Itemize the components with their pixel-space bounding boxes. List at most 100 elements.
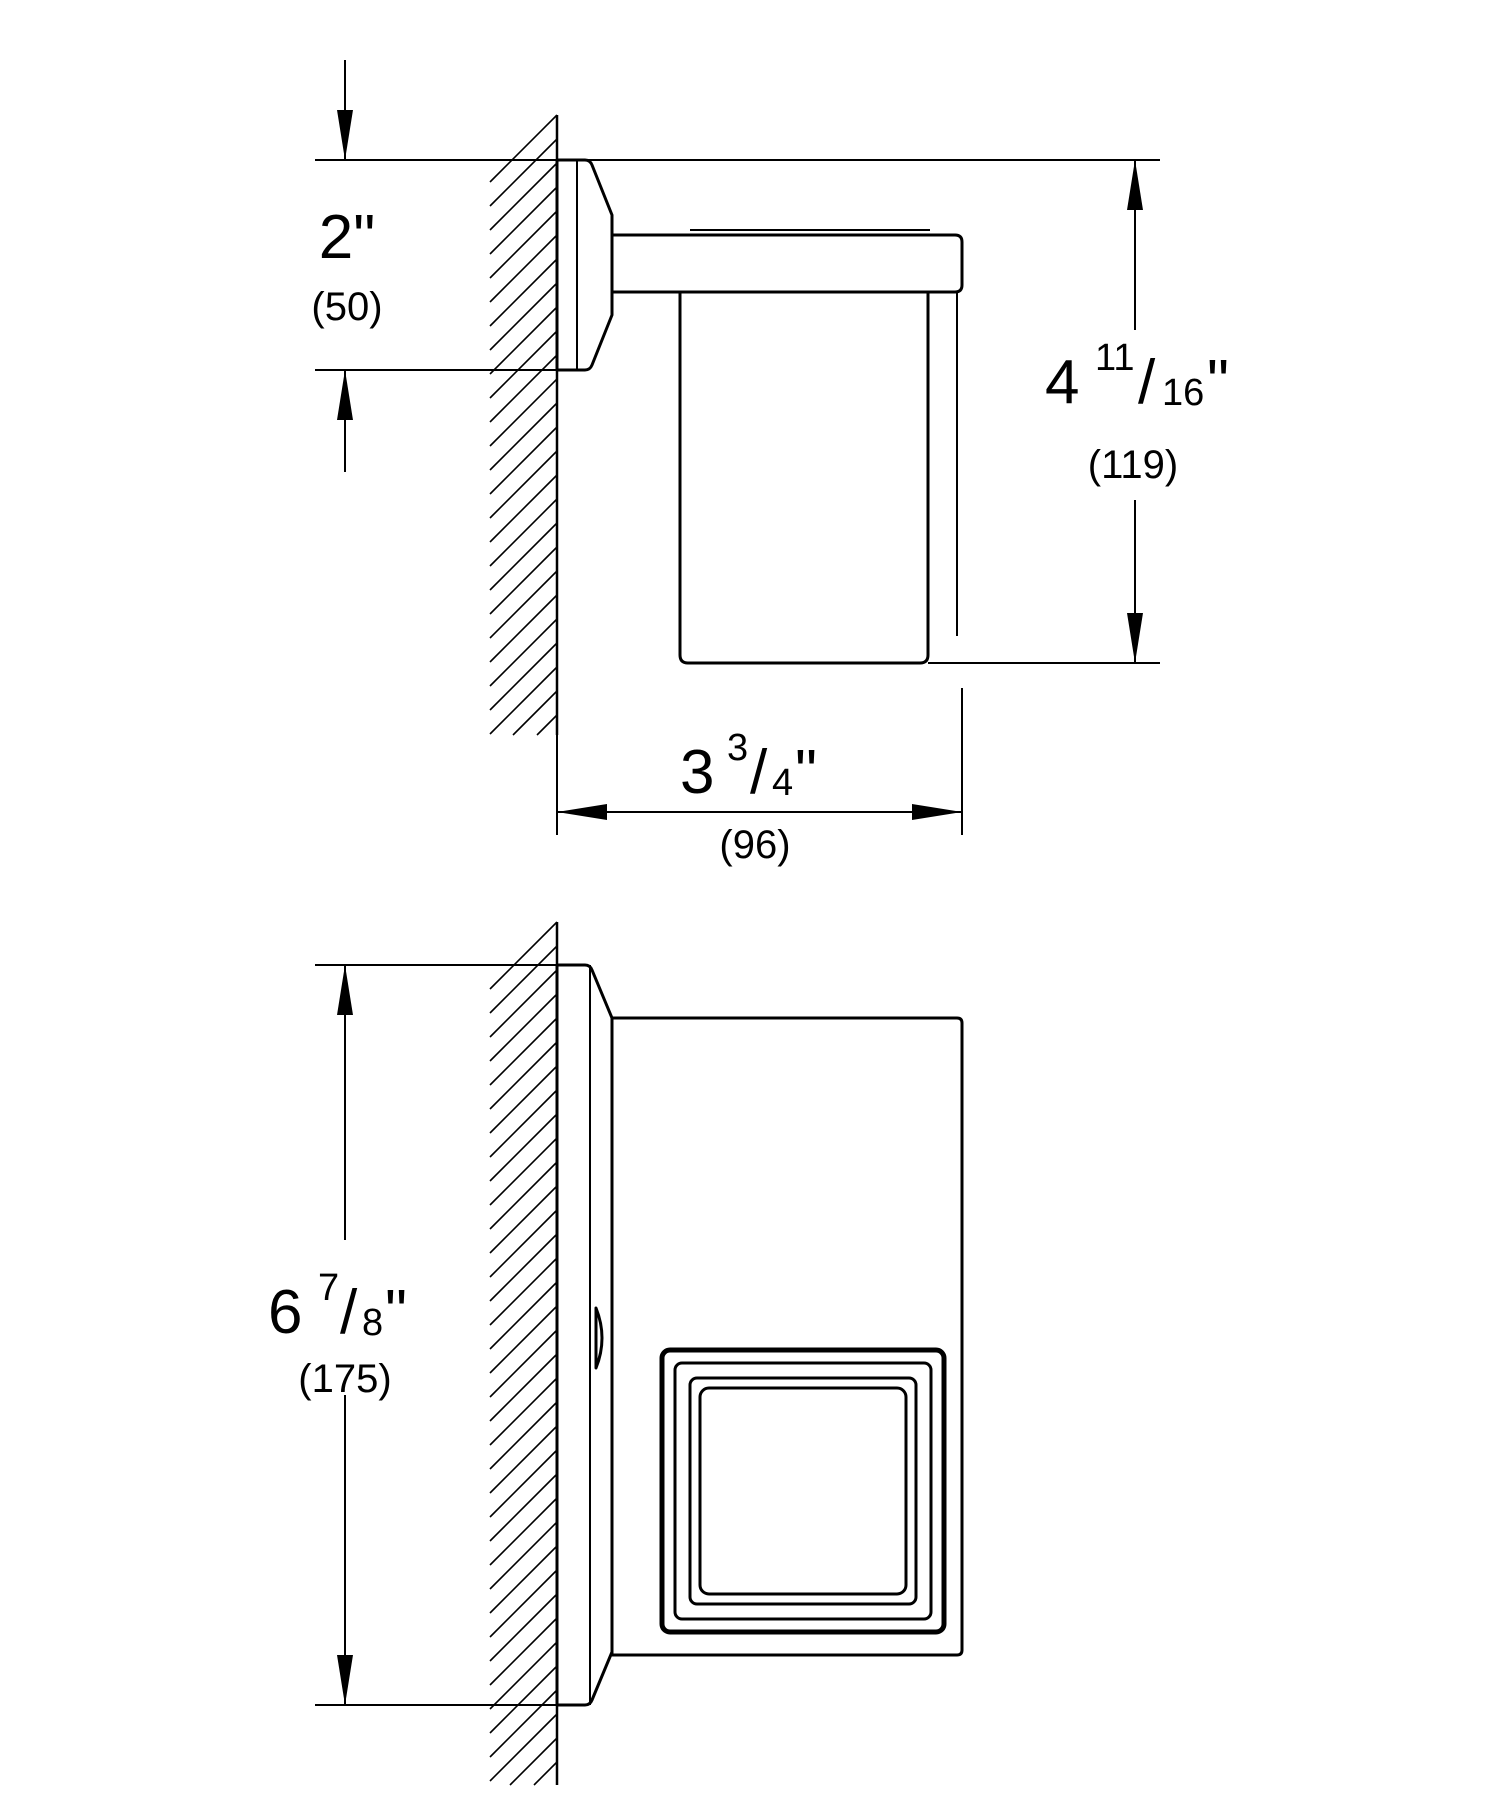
depth-mount-mm: (50) [311,285,382,329]
hatch-stroke [489,258,558,327]
hatch-stroke [489,546,558,615]
height-side-unit: " [385,1278,407,1347]
height-top-mm: (119) [1088,443,1178,487]
hatch-stroke [489,402,558,471]
arrow-right-icon [912,804,962,820]
width-mm: (96) [719,823,790,867]
hatch-stroke [489,1161,558,1230]
width-unit: " [795,738,817,807]
hatch-stroke [489,1209,558,1278]
arrow-up-icon [337,370,353,420]
wall-hatch-top [489,114,558,736]
dimension-depth-mount: 2" (50) [311,60,557,472]
hatch-stroke [489,426,558,495]
hatch-stroke [489,666,558,735]
hatch-stroke [489,1017,558,1086]
hatch-stroke [489,114,558,183]
hatch-stroke [489,1185,558,1254]
hatch-stroke [489,450,558,519]
tumbler-glass [678,290,930,665]
width-whole: 3 [680,738,714,807]
arrow-up-icon [1127,160,1143,210]
hatch-stroke [489,618,558,687]
dimension-height-side: 6 7 / 8 " (175) [268,964,557,1706]
height-side-mm: (175) [298,1357,391,1401]
arrow-down-icon [1127,613,1143,663]
hatch-stroke [489,1641,558,1710]
hatch-stroke [489,1281,558,1350]
set-screw-icon [594,1306,604,1370]
hatch-stroke [489,1617,558,1686]
hatch-stroke [489,498,558,567]
hatch-stroke [489,945,558,1014]
hatch-stroke [489,354,558,423]
mounting-plate-top [555,158,614,372]
hatch-stroke [489,234,558,303]
hatch-stroke [489,378,558,447]
hatch-stroke [489,1041,558,1110]
hatch-stroke [489,969,558,1038]
height-top-unit: " [1207,348,1229,417]
hatch-stroke [489,330,558,399]
arrow-down-icon [337,1655,353,1705]
hatch-stroke [489,1545,558,1614]
width-denominator: 4 [772,762,793,804]
hatch-stroke [489,138,558,207]
hatch-stroke [489,1425,558,1494]
hatch-stroke [489,1473,558,1542]
height-top-denominator: 16 [1162,372,1204,414]
arrow-left-icon [557,804,607,820]
hatch-stroke [489,1257,558,1326]
hatch-stroke [489,1569,558,1638]
hatch-stroke [489,282,558,351]
hatch-stroke [489,594,558,663]
wall-hatch-side [489,921,558,1786]
hatch-stroke [489,1401,558,1470]
hatch-stroke [533,1761,558,1786]
hatch-stroke [489,1521,558,1590]
hatch-stroke [489,1689,558,1758]
depth-mount-inches: 2" [319,203,376,272]
width-slash: / [750,738,768,807]
hatch-stroke [489,642,558,711]
hatch-stroke [489,1665,558,1734]
side-view [489,921,964,1786]
hatch-stroke [489,1089,558,1158]
hatch-stroke [489,306,558,375]
hatch-stroke [512,690,558,736]
hatch-stroke [489,1377,558,1446]
height-top-whole: 4 [1045,348,1079,417]
hatch-stroke [489,1113,558,1182]
hatch-stroke [489,1497,558,1566]
hatch-stroke [489,1449,558,1518]
holder-arm [610,233,964,294]
hatch-stroke [489,474,558,543]
width-numerator: 3 [727,727,748,769]
hatch-stroke [489,210,558,279]
hatch-stroke [489,570,558,639]
height-side-numerator: 7 [318,1267,339,1309]
hatch-stroke [489,1305,558,1374]
hatch-stroke [489,1593,558,1662]
hatch-stroke [489,186,558,255]
height-top-slash: / [1138,348,1156,417]
hatch-stroke [509,1737,558,1786]
hatch-stroke [489,522,558,591]
hatch-stroke [489,993,558,1062]
height-side-denominator: 8 [362,1302,383,1344]
tumbler-opening [698,1386,908,1596]
hatch-stroke [489,1329,558,1398]
hatch-stroke [489,921,558,990]
hatch-stroke [489,1233,558,1302]
mounting-plate-side [555,963,614,1707]
hatch-stroke [489,1713,558,1782]
hatch-stroke [489,162,558,231]
top-view [489,114,964,736]
arrow-up-icon [337,965,353,1015]
height-side-slash: / [340,1278,358,1347]
hatch-stroke [489,1137,558,1206]
hatch-stroke [489,1065,558,1134]
dimension-width: 3 3 / 4 " (96) [556,688,963,867]
arrow-down-icon [337,110,353,160]
